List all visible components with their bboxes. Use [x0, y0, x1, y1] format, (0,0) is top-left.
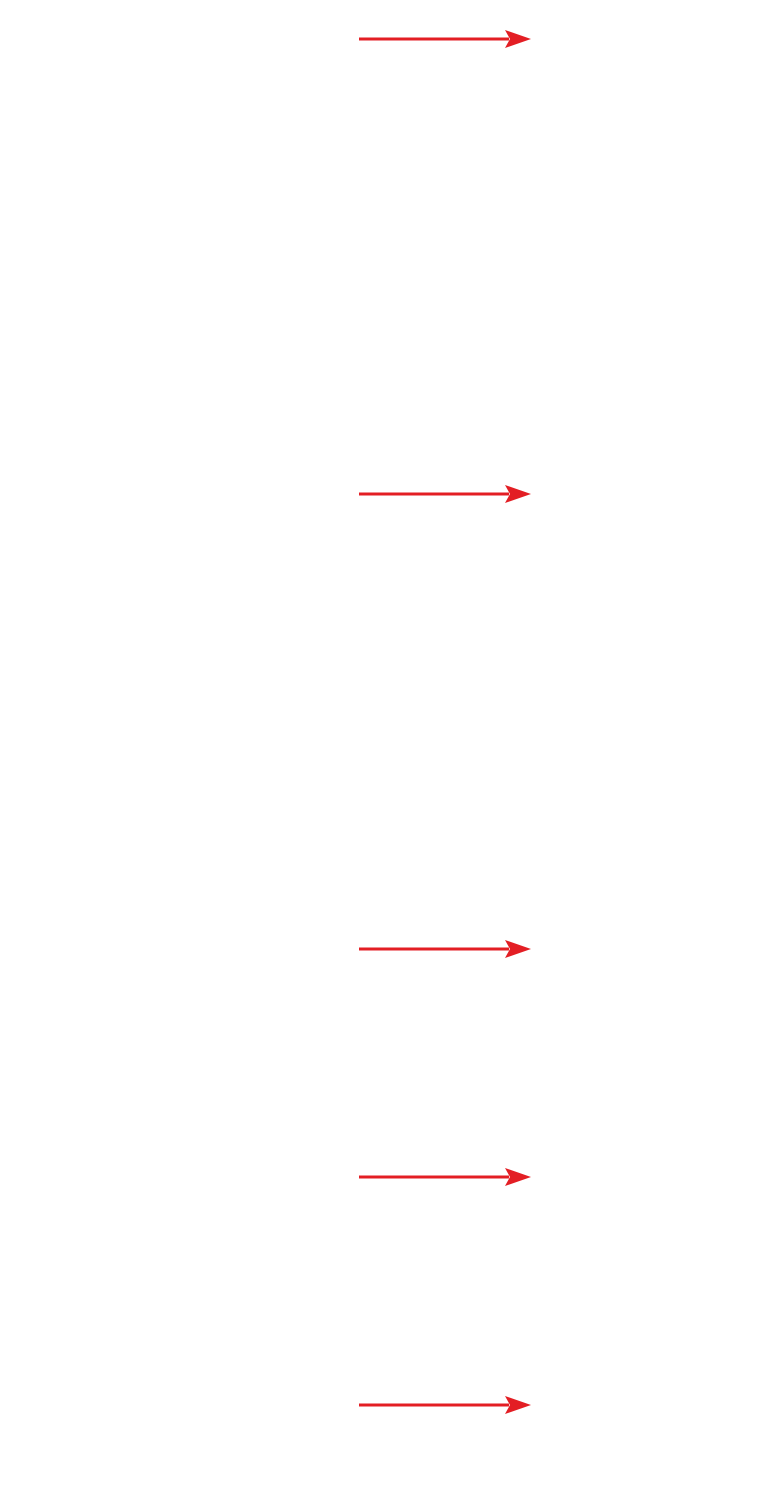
arrow-head	[505, 30, 531, 48]
red-arrow-3	[359, 940, 531, 958]
arrow-head	[505, 1396, 531, 1414]
red-arrow-1	[359, 30, 531, 48]
arrow-head	[505, 1168, 531, 1186]
arrow-head	[505, 940, 531, 958]
red-arrow-2	[359, 485, 531, 503]
red-arrow-5	[359, 1396, 531, 1414]
arrow-head	[505, 485, 531, 503]
red-arrow-4	[359, 1168, 531, 1186]
